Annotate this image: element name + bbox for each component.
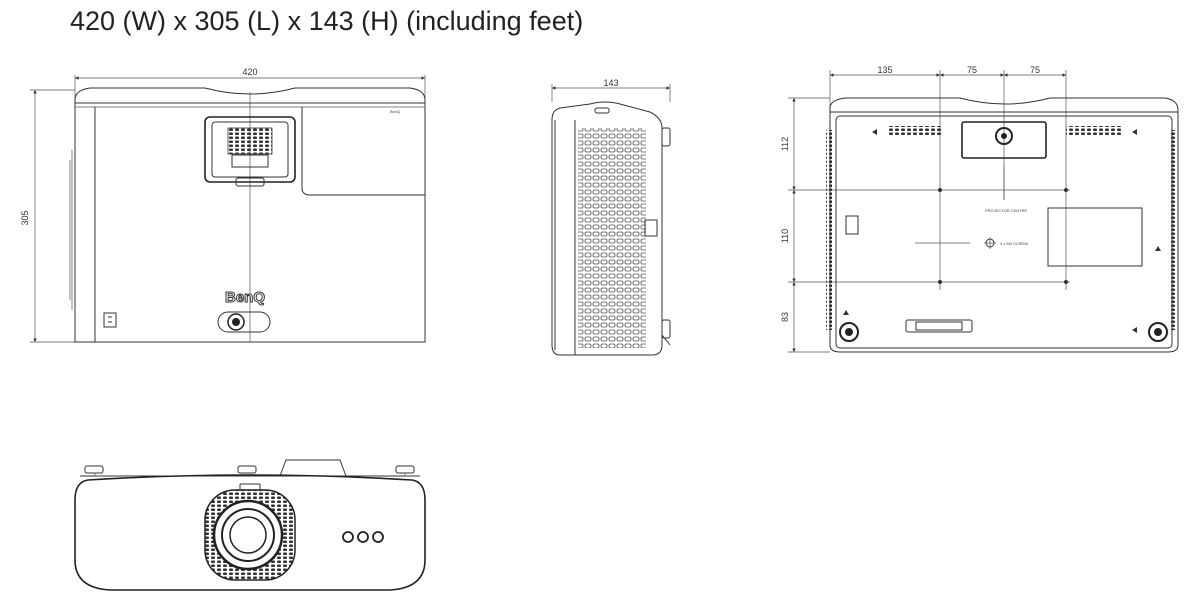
bottom-dim-75-b: 75 [1030, 65, 1040, 75]
top-view-width-label: 420 [242, 67, 257, 77]
front-body [74, 474, 426, 591]
rear-foot-right [1148, 322, 1168, 342]
top-view: 420 305 BenQ BenQ [20, 67, 426, 343]
side-foot-top [661, 127, 671, 147]
lens-window [204, 116, 296, 183]
front-foot-left [84, 465, 104, 474]
side-view-body [551, 101, 663, 356]
rear-foot-left [839, 322, 859, 342]
top-lid-panel [301, 107, 425, 196]
side-view-height-dimension: 143 [551, 78, 671, 102]
product-label [1047, 207, 1143, 267]
focus-ring [235, 177, 265, 187]
front-view [74, 459, 426, 591]
bottom-view-body [829, 97, 1179, 353]
lamp-cover-latch [845, 215, 859, 235]
ir-sensor-2 [357, 531, 369, 543]
lock-slot [103, 312, 117, 328]
power-button-area [217, 311, 271, 333]
lens [212, 499, 284, 571]
front-handle [279, 459, 347, 477]
brand-logo: BenQ [225, 289, 265, 306]
svg-text:BenQ: BenQ [390, 109, 400, 114]
bottom-dim-83: 83 [780, 312, 790, 322]
adjuster-foot [995, 127, 1013, 145]
ir-sensor-3 [372, 531, 384, 543]
bottom-dim-112: 112 [780, 137, 790, 151]
front-foot-center [237, 465, 257, 474]
top-view-width-dimension: 420 [74, 67, 426, 98]
front-foot-right [395, 465, 415, 474]
top-view-length-dimension: 305 [20, 89, 75, 343]
side-view: 143 [551, 78, 671, 356]
top-view-body [74, 87, 426, 343]
side-view-height-label: 143 [603, 78, 618, 88]
ir-sensor-1 [342, 531, 354, 543]
top-view-length-label: 305 [20, 210, 30, 225]
side-port [644, 219, 658, 237]
bottom-view: 135 75 75 112 110 83 P [780, 65, 1179, 353]
bottom-view-horizontal-dimensions: 135 75 75 [829, 65, 1067, 290]
svg-text:4 x M4 SCREW: 4 x M4 SCREW [1000, 241, 1028, 246]
bottom-dim-135: 135 [877, 65, 892, 75]
bottom-dim-110: 110 [780, 229, 790, 243]
bottom-dim-75-a: 75 [967, 65, 977, 75]
adjuster-foot-housing [961, 121, 1047, 159]
page-title: 420 (W) x 305 (L) x 143 (H) (including f… [70, 6, 584, 36]
rear-handle [905, 319, 973, 333]
side-foot-bottom [661, 319, 671, 339]
bottom-view-vertical-dimensions: 112 110 83 [780, 97, 1070, 353]
svg-text:PROJECTOR CENTRE: PROJECTOR CENTRE [985, 208, 1027, 213]
